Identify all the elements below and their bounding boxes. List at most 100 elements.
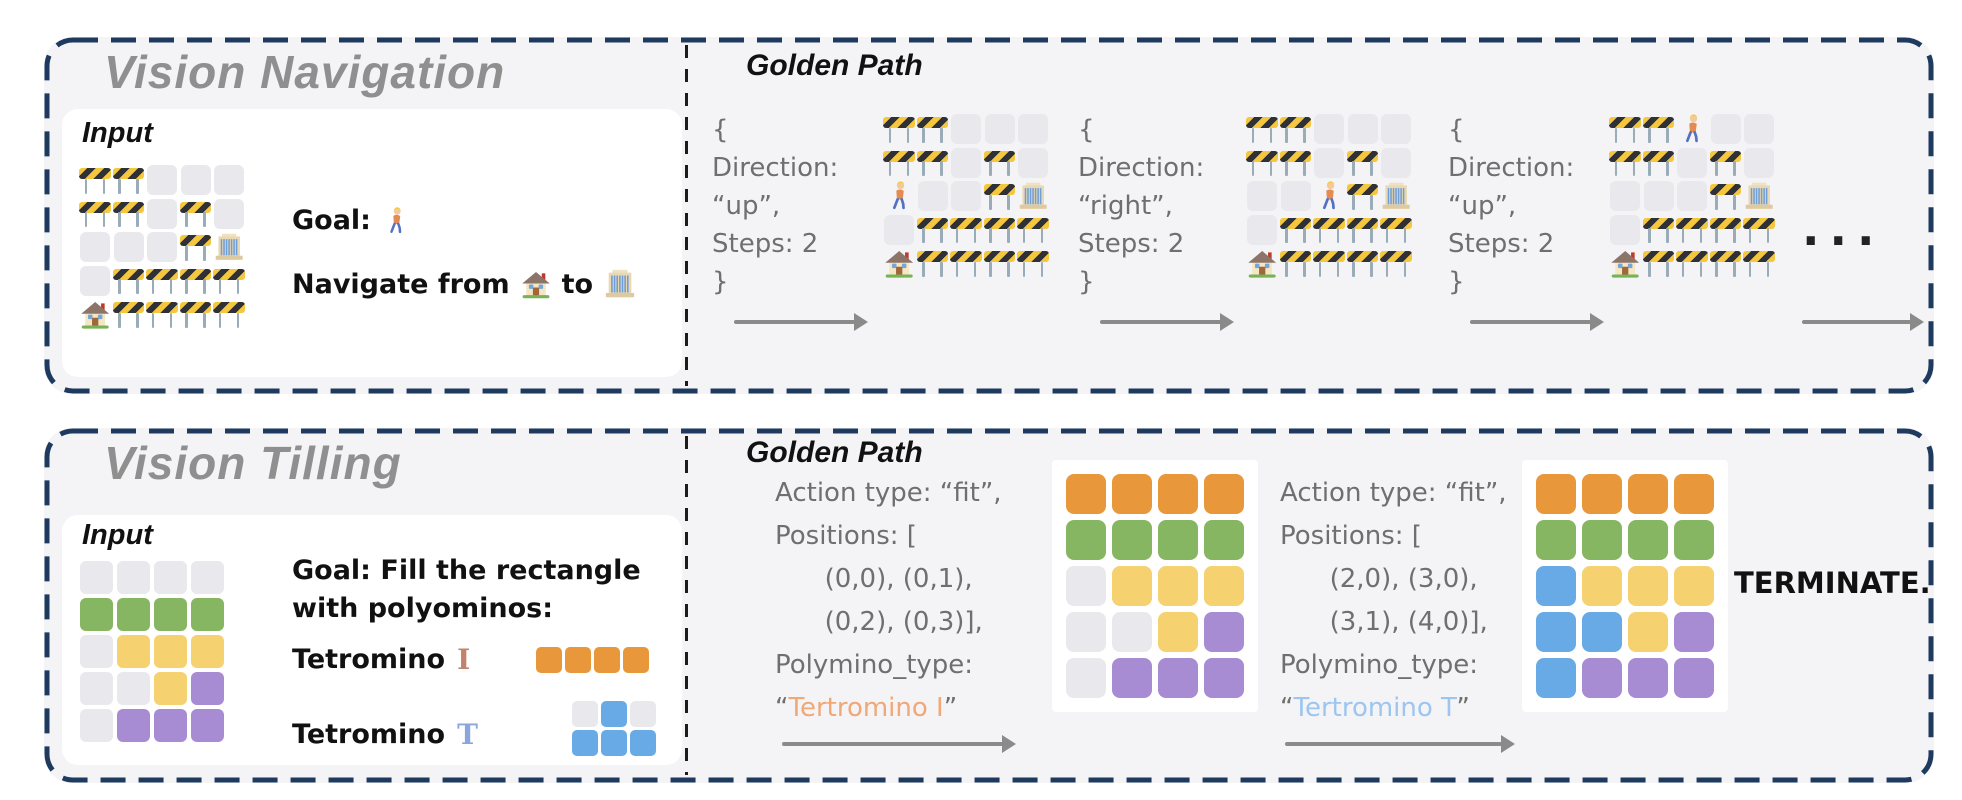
grid-cell [80, 672, 113, 705]
navigate-from-label: Navigate from [292, 268, 510, 300]
code-line: (3,1), (4,0)], [1280, 607, 1488, 637]
barrier-icon [1279, 215, 1312, 245]
barrier-icon [1279, 248, 1312, 278]
building-icon [1744, 181, 1774, 211]
grid-cell [1674, 566, 1714, 606]
grid-cell [180, 165, 211, 195]
grid-cell [154, 561, 187, 594]
grid-cell [1158, 612, 1198, 652]
code-line: Positions: [ [775, 521, 917, 551]
polyomino-type-i: Tertromino I [788, 693, 944, 723]
tetromino-t-row: Tetromino T [292, 701, 656, 762]
action-arrow-1 [782, 735, 1016, 753]
grid-cell [117, 598, 150, 631]
grid-cell [1247, 214, 1277, 245]
tiling-goal-line-2: with polyominos: [292, 593, 553, 624]
tiling-action-1-text: Action type: “fit”,Positions: [ (0,0), (… [775, 472, 1002, 730]
barrier-icon [1380, 215, 1412, 245]
code-line: Steps: 2 [1448, 229, 1555, 259]
barrier-icon [1246, 148, 1278, 178]
barrier-icon [950, 248, 982, 278]
grid-cell [1744, 147, 1774, 178]
golden-path-title-tiling: Golden Path [746, 436, 923, 469]
grid-cell [1112, 612, 1152, 652]
grid-cell [1112, 520, 1152, 560]
panel-vision-navigation: Vision Navigation Input Goal: Navigate f… [44, 37, 1934, 394]
grid-cell [1204, 566, 1244, 606]
grid-cell [191, 561, 224, 594]
barrier-icon [1642, 114, 1675, 144]
barrier-icon [1609, 114, 1641, 144]
nav-step-1-grid [883, 114, 1049, 278]
grid-cell [117, 709, 150, 742]
grid-cell [147, 198, 177, 229]
input-goldenpath-divider [685, 45, 688, 386]
nav-step-2-grid [1246, 114, 1412, 278]
barrier-icon [916, 114, 949, 144]
grid-cell [917, 181, 948, 211]
barrier-icon [1380, 248, 1412, 278]
grid-cell [80, 232, 110, 262]
action-2-lines: Action type: “fit”,Positions: [ (2,0), (… [1280, 472, 1507, 687]
grid-cell [629, 730, 656, 756]
input-label: Input [82, 519, 153, 551]
grid-cell [951, 181, 981, 211]
tetromino-i-label: Tetromino [292, 644, 446, 675]
grid-cell [1628, 612, 1668, 652]
tiling-action-2-grid [1536, 474, 1714, 698]
grid-cell [80, 709, 113, 742]
grid-cell [1018, 114, 1048, 144]
grid-cell [1204, 474, 1244, 514]
grid-cell [191, 709, 224, 742]
house-icon [1247, 248, 1277, 278]
code-line: } [712, 267, 729, 297]
step-arrow-3 [1470, 313, 1604, 331]
step-arrow-final [1802, 313, 1924, 331]
grid-cell [117, 561, 150, 594]
barrier-icon [983, 181, 1016, 211]
building-icon [214, 232, 244, 262]
code-line: Direction: [1448, 153, 1575, 183]
code-line: (0,2), (0,3)], [775, 607, 983, 637]
grid-cell [1066, 612, 1106, 652]
barrier-icon [950, 215, 982, 245]
person-icon [1677, 114, 1707, 144]
barrier-icon [1676, 215, 1708, 245]
barrier-icon [1017, 215, 1049, 245]
grid-cell [1610, 181, 1640, 211]
barrier-icon [1743, 215, 1775, 245]
grid-cell [951, 114, 981, 144]
barrier-icon [112, 199, 145, 229]
office-building-icon [603, 267, 637, 301]
person-icon [1314, 181, 1344, 211]
grid-cell [1247, 181, 1277, 211]
grid-cell [1674, 474, 1714, 514]
navigation-input-card: Input Goal: Navigate from to [62, 109, 682, 377]
continuation-ellipsis: ... [1802, 202, 1885, 256]
grid-cell [1628, 566, 1668, 606]
grid-cell [1112, 658, 1152, 698]
tetromino-t-letter: T [457, 718, 478, 751]
close-quote: ” [943, 693, 958, 723]
navigation-instruction-line: Navigate from to [292, 267, 637, 301]
grid-cell [1158, 474, 1198, 514]
grid-cell [80, 635, 113, 668]
grid-cell [600, 701, 627, 727]
code-line: Steps: 2 [712, 229, 819, 259]
barrier-icon [179, 199, 212, 229]
panel-title-navigation: Vision Navigation [104, 46, 506, 98]
barrier-icon [983, 248, 1016, 278]
grid-cell [214, 198, 244, 229]
grid-cell [1158, 658, 1198, 698]
i-piece-preview [536, 646, 650, 673]
code-line: Direction: [712, 153, 839, 183]
grid-cell [623, 646, 650, 673]
barrier-icon [1709, 248, 1742, 278]
nav-step-3-json: {Direction:“up”,Steps: 2} [1448, 111, 1574, 301]
grid-cell [1381, 147, 1411, 178]
nav-step-2-json: {Direction:“right”,Steps: 2} [1078, 111, 1204, 301]
building-icon [1381, 181, 1411, 211]
grid-cell [147, 232, 177, 262]
grid-cell [154, 672, 187, 705]
barrier-icon [916, 215, 949, 245]
